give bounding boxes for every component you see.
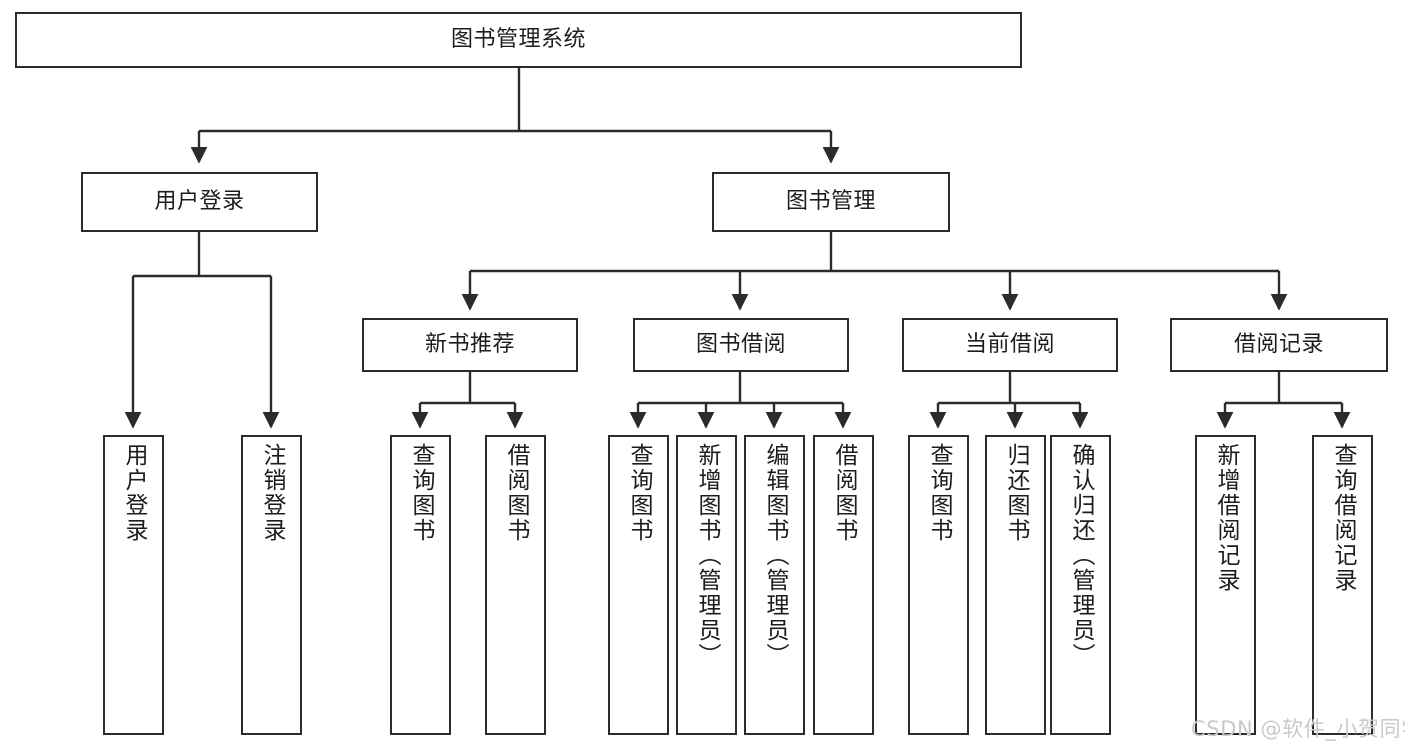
node-root[interactable]: 图书管理系统	[15, 12, 1022, 68]
node-leaf-borrow-book-2-label: 借阅图书	[831, 443, 857, 543]
node-leaf-logout-login-label: 注销登录	[259, 443, 285, 543]
node-leaf-edit-book[interactable]: 编辑图书（管理员）	[744, 435, 805, 735]
node-leaf-borrow-book-1[interactable]: 借阅图书	[485, 435, 546, 735]
node-leaf-query-book-3-label: 查询图书	[926, 443, 952, 543]
node-user-login-label: 用户登录	[154, 189, 245, 215]
node-new-book-rec[interactable]: 新书推荐	[362, 318, 578, 372]
node-leaf-query-book-2-label: 查询图书	[626, 443, 652, 543]
node-leaf-add-book[interactable]: 新增图书（管理员）	[676, 435, 737, 735]
node-leaf-return-book-label: 归还图书	[1003, 443, 1029, 543]
node-leaf-borrow-book-2[interactable]: 借阅图书	[813, 435, 874, 735]
node-leaf-edit-book-label: 编辑图书（管理员）	[762, 443, 788, 668]
node-book-manage-label: 图书管理	[785, 189, 876, 215]
node-book-borrow-label: 图书借阅	[695, 332, 786, 358]
node-leaf-add-record[interactable]: 新增借阅记录	[1195, 435, 1256, 735]
node-leaf-borrow-book-1-label: 借阅图书	[503, 443, 529, 543]
node-leaf-query-book-1-label: 查询图书	[408, 443, 434, 543]
node-book-manage[interactable]: 图书管理	[712, 172, 950, 232]
node-root-label: 图书管理系统	[450, 27, 586, 53]
node-borrow-record-label: 借阅记录	[1233, 332, 1324, 358]
node-leaf-query-record[interactable]: 查询借阅记录	[1312, 435, 1373, 735]
node-current-borrow[interactable]: 当前借阅	[902, 318, 1118, 372]
node-leaf-logout-login[interactable]: 注销登录	[241, 435, 302, 735]
node-book-borrow[interactable]: 图书借阅	[633, 318, 849, 372]
node-leaf-query-record-label: 查询借阅记录	[1330, 443, 1356, 593]
node-leaf-add-record-label: 新增借阅记录	[1213, 443, 1239, 593]
node-leaf-query-book-3[interactable]: 查询图书	[908, 435, 969, 735]
node-leaf-confirm-return[interactable]: 确认归还（管理员）	[1050, 435, 1111, 735]
node-user-login[interactable]: 用户登录	[81, 172, 318, 232]
node-leaf-query-book-2[interactable]: 查询图书	[608, 435, 669, 735]
node-leaf-query-book-1[interactable]: 查询图书	[390, 435, 451, 735]
node-leaf-confirm-return-label: 确认归还（管理员）	[1068, 443, 1094, 668]
node-leaf-user-login-label: 用户登录	[121, 443, 147, 543]
node-borrow-record[interactable]: 借阅记录	[1170, 318, 1388, 372]
node-leaf-user-login[interactable]: 用户登录	[103, 435, 164, 735]
node-leaf-add-book-label: 新增图书（管理员）	[694, 443, 720, 668]
node-leaf-return-book[interactable]: 归还图书	[985, 435, 1046, 735]
node-current-borrow-label: 当前借阅	[964, 332, 1055, 358]
node-new-book-rec-label: 新书推荐	[424, 332, 515, 358]
